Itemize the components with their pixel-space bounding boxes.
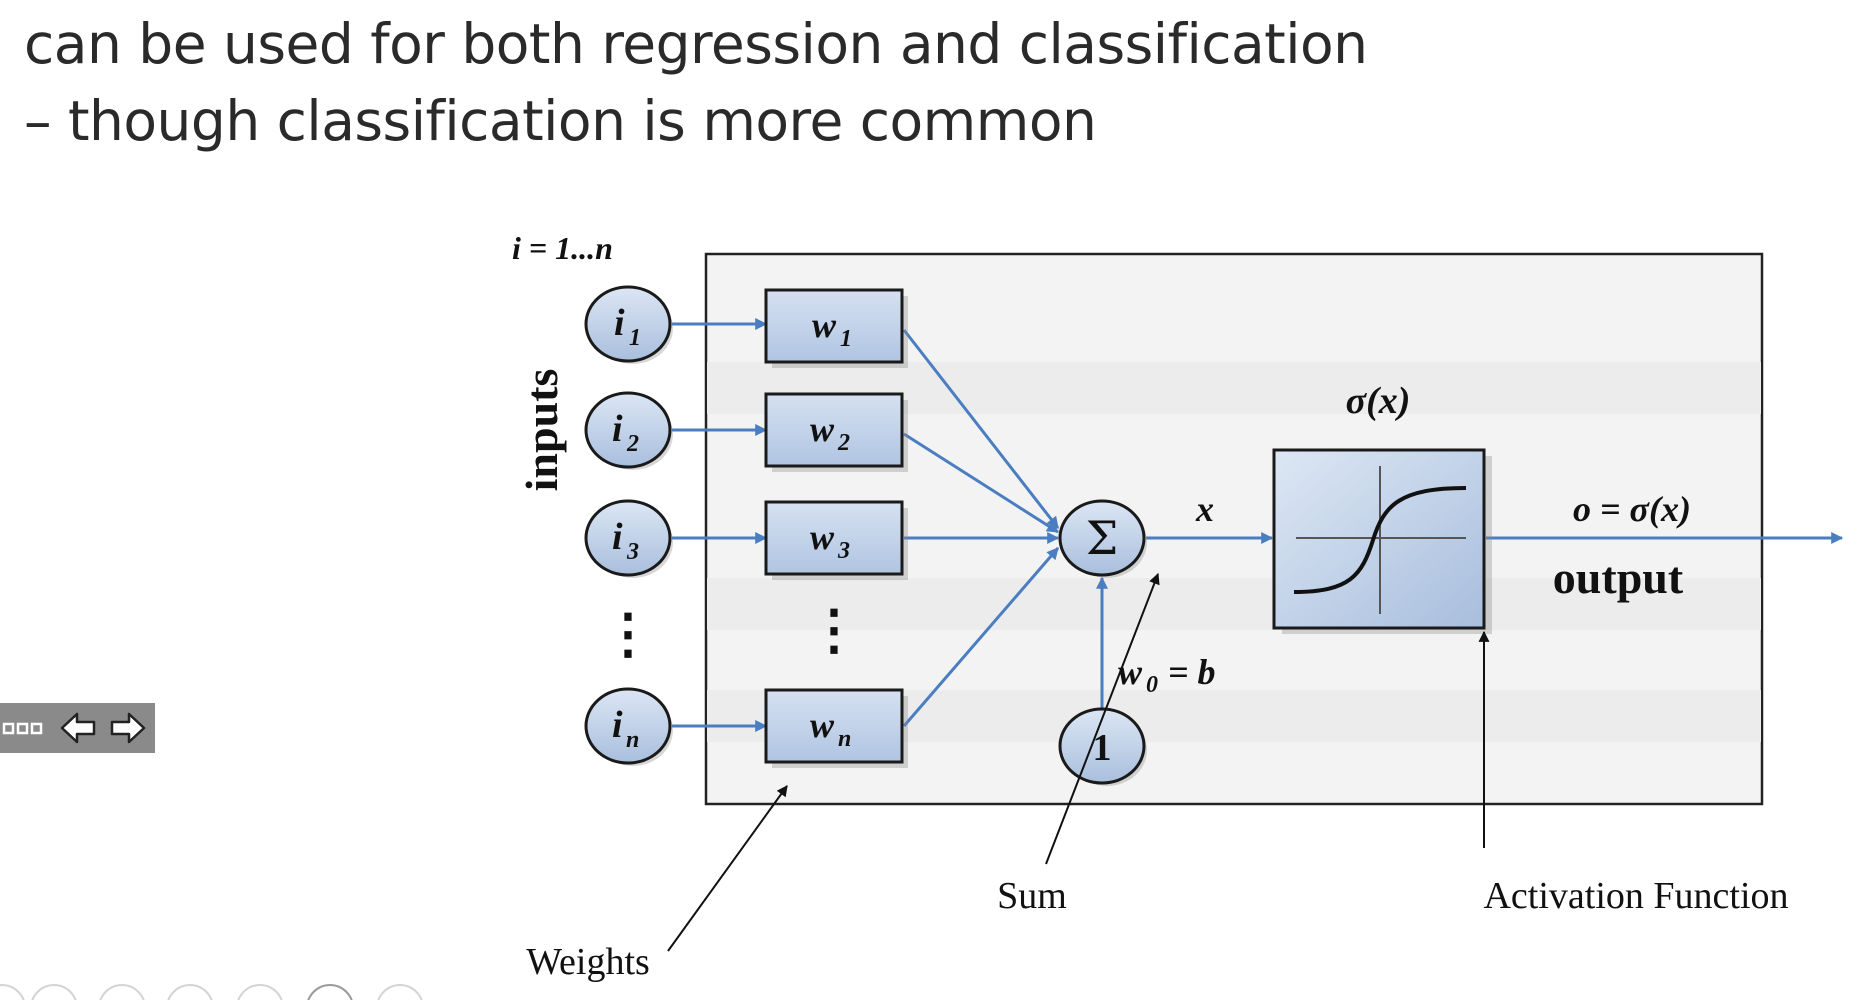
input-1-sub: 1 bbox=[629, 325, 641, 351]
sum-callout-arrow bbox=[1045, 572, 1160, 865]
selection-tool-button[interactable] bbox=[306, 984, 354, 1000]
sum-callout-label: Sum bbox=[997, 875, 1067, 917]
previous-slide-button[interactable] bbox=[56, 703, 102, 753]
bias-label-rest: = b bbox=[1168, 652, 1216, 692]
eraser-tool-button[interactable] bbox=[236, 984, 284, 1000]
activation-callout-label: Activation Function bbox=[1483, 875, 1788, 917]
pen-tool-button[interactable] bbox=[0, 984, 26, 1000]
output-label: output bbox=[1553, 552, 1684, 603]
input-2-base: i bbox=[612, 408, 623, 450]
input-n-sub: n bbox=[626, 727, 639, 753]
weight-to-sum-n bbox=[902, 547, 1060, 727]
weight-1-sub: 1 bbox=[840, 326, 852, 352]
arrow-right-icon bbox=[110, 712, 146, 744]
next-slide-button[interactable] bbox=[104, 703, 150, 753]
sum-output-label: x bbox=[1195, 489, 1214, 529]
weight-to-sum-1 bbox=[902, 329, 1060, 529]
weight-box-3: w 3 bbox=[764, 500, 908, 580]
weight-1-base: w bbox=[812, 305, 837, 345]
input-1-base: i bbox=[614, 302, 625, 344]
more-button[interactable] bbox=[0, 703, 50, 753]
weight-n-base: w bbox=[810, 705, 835, 745]
more-icon bbox=[2, 722, 43, 735]
annotation-toolbar bbox=[0, 980, 440, 1000]
shape-tool-button[interactable] bbox=[166, 984, 214, 1000]
weights-callout-label: Weights bbox=[526, 941, 650, 983]
weight-2-base: w bbox=[810, 409, 835, 449]
weights-callout-arrow bbox=[667, 785, 788, 952]
highlighter-tool-button[interactable] bbox=[30, 984, 78, 1000]
input-3-sub: 3 bbox=[626, 539, 639, 565]
output-formula: o = σ(x) bbox=[1573, 489, 1691, 529]
panel-stripe bbox=[707, 578, 1761, 630]
input-3-base: i bbox=[612, 516, 623, 558]
bias-label-base: w bbox=[1118, 652, 1143, 692]
slide-text-line-1: can be used for both regression and clas… bbox=[24, 12, 1368, 76]
slide-text: can be used for both regression and clas… bbox=[24, 6, 1368, 160]
sum-node: Σ bbox=[1058, 499, 1147, 578]
input-node-2: i 2 bbox=[584, 391, 673, 470]
input-node-3: i 3 bbox=[584, 499, 673, 578]
arrow-left-icon bbox=[60, 712, 96, 744]
activation-label: σ(x) bbox=[1346, 380, 1411, 422]
weight-3-base: w bbox=[810, 517, 835, 557]
input-n-base: i bbox=[612, 704, 623, 746]
bias-label-sub: 0 bbox=[1146, 672, 1158, 698]
activation-function-box bbox=[1272, 448, 1492, 634]
slideshow-nav-toolbar bbox=[0, 703, 155, 753]
slide-text-line-2: – though classification is more common bbox=[24, 89, 1097, 153]
input-2-sub: 2 bbox=[626, 431, 639, 457]
clear-tool-button[interactable] bbox=[376, 984, 424, 1000]
weights-ellipsis: ⋮ bbox=[807, 597, 861, 661]
input-node-n: i n bbox=[584, 687, 673, 766]
weight-box-2: w 2 bbox=[764, 392, 908, 472]
weight-2-sub: 2 bbox=[837, 430, 850, 456]
weight-3-sub: 3 bbox=[837, 538, 850, 564]
sum-symbol: Σ bbox=[1086, 511, 1119, 565]
index-range-label: i = 1...n bbox=[512, 230, 613, 266]
weight-to-sum-2 bbox=[903, 432, 1060, 534]
bias-node: 1 bbox=[1058, 707, 1147, 786]
text-tool-button[interactable] bbox=[98, 984, 146, 1000]
weight-box-n: w n bbox=[764, 688, 908, 768]
bias-node-value: 1 bbox=[1093, 727, 1112, 769]
inputs-ellipsis: ⋮ bbox=[601, 601, 655, 665]
input-node-1: i 1 bbox=[584, 285, 673, 364]
sigmoid-curve-icon bbox=[1293, 486, 1467, 594]
weight-n-sub: n bbox=[838, 726, 851, 752]
inputs-label: inputs bbox=[516, 369, 567, 492]
weight-box-1: w 1 bbox=[764, 288, 908, 368]
